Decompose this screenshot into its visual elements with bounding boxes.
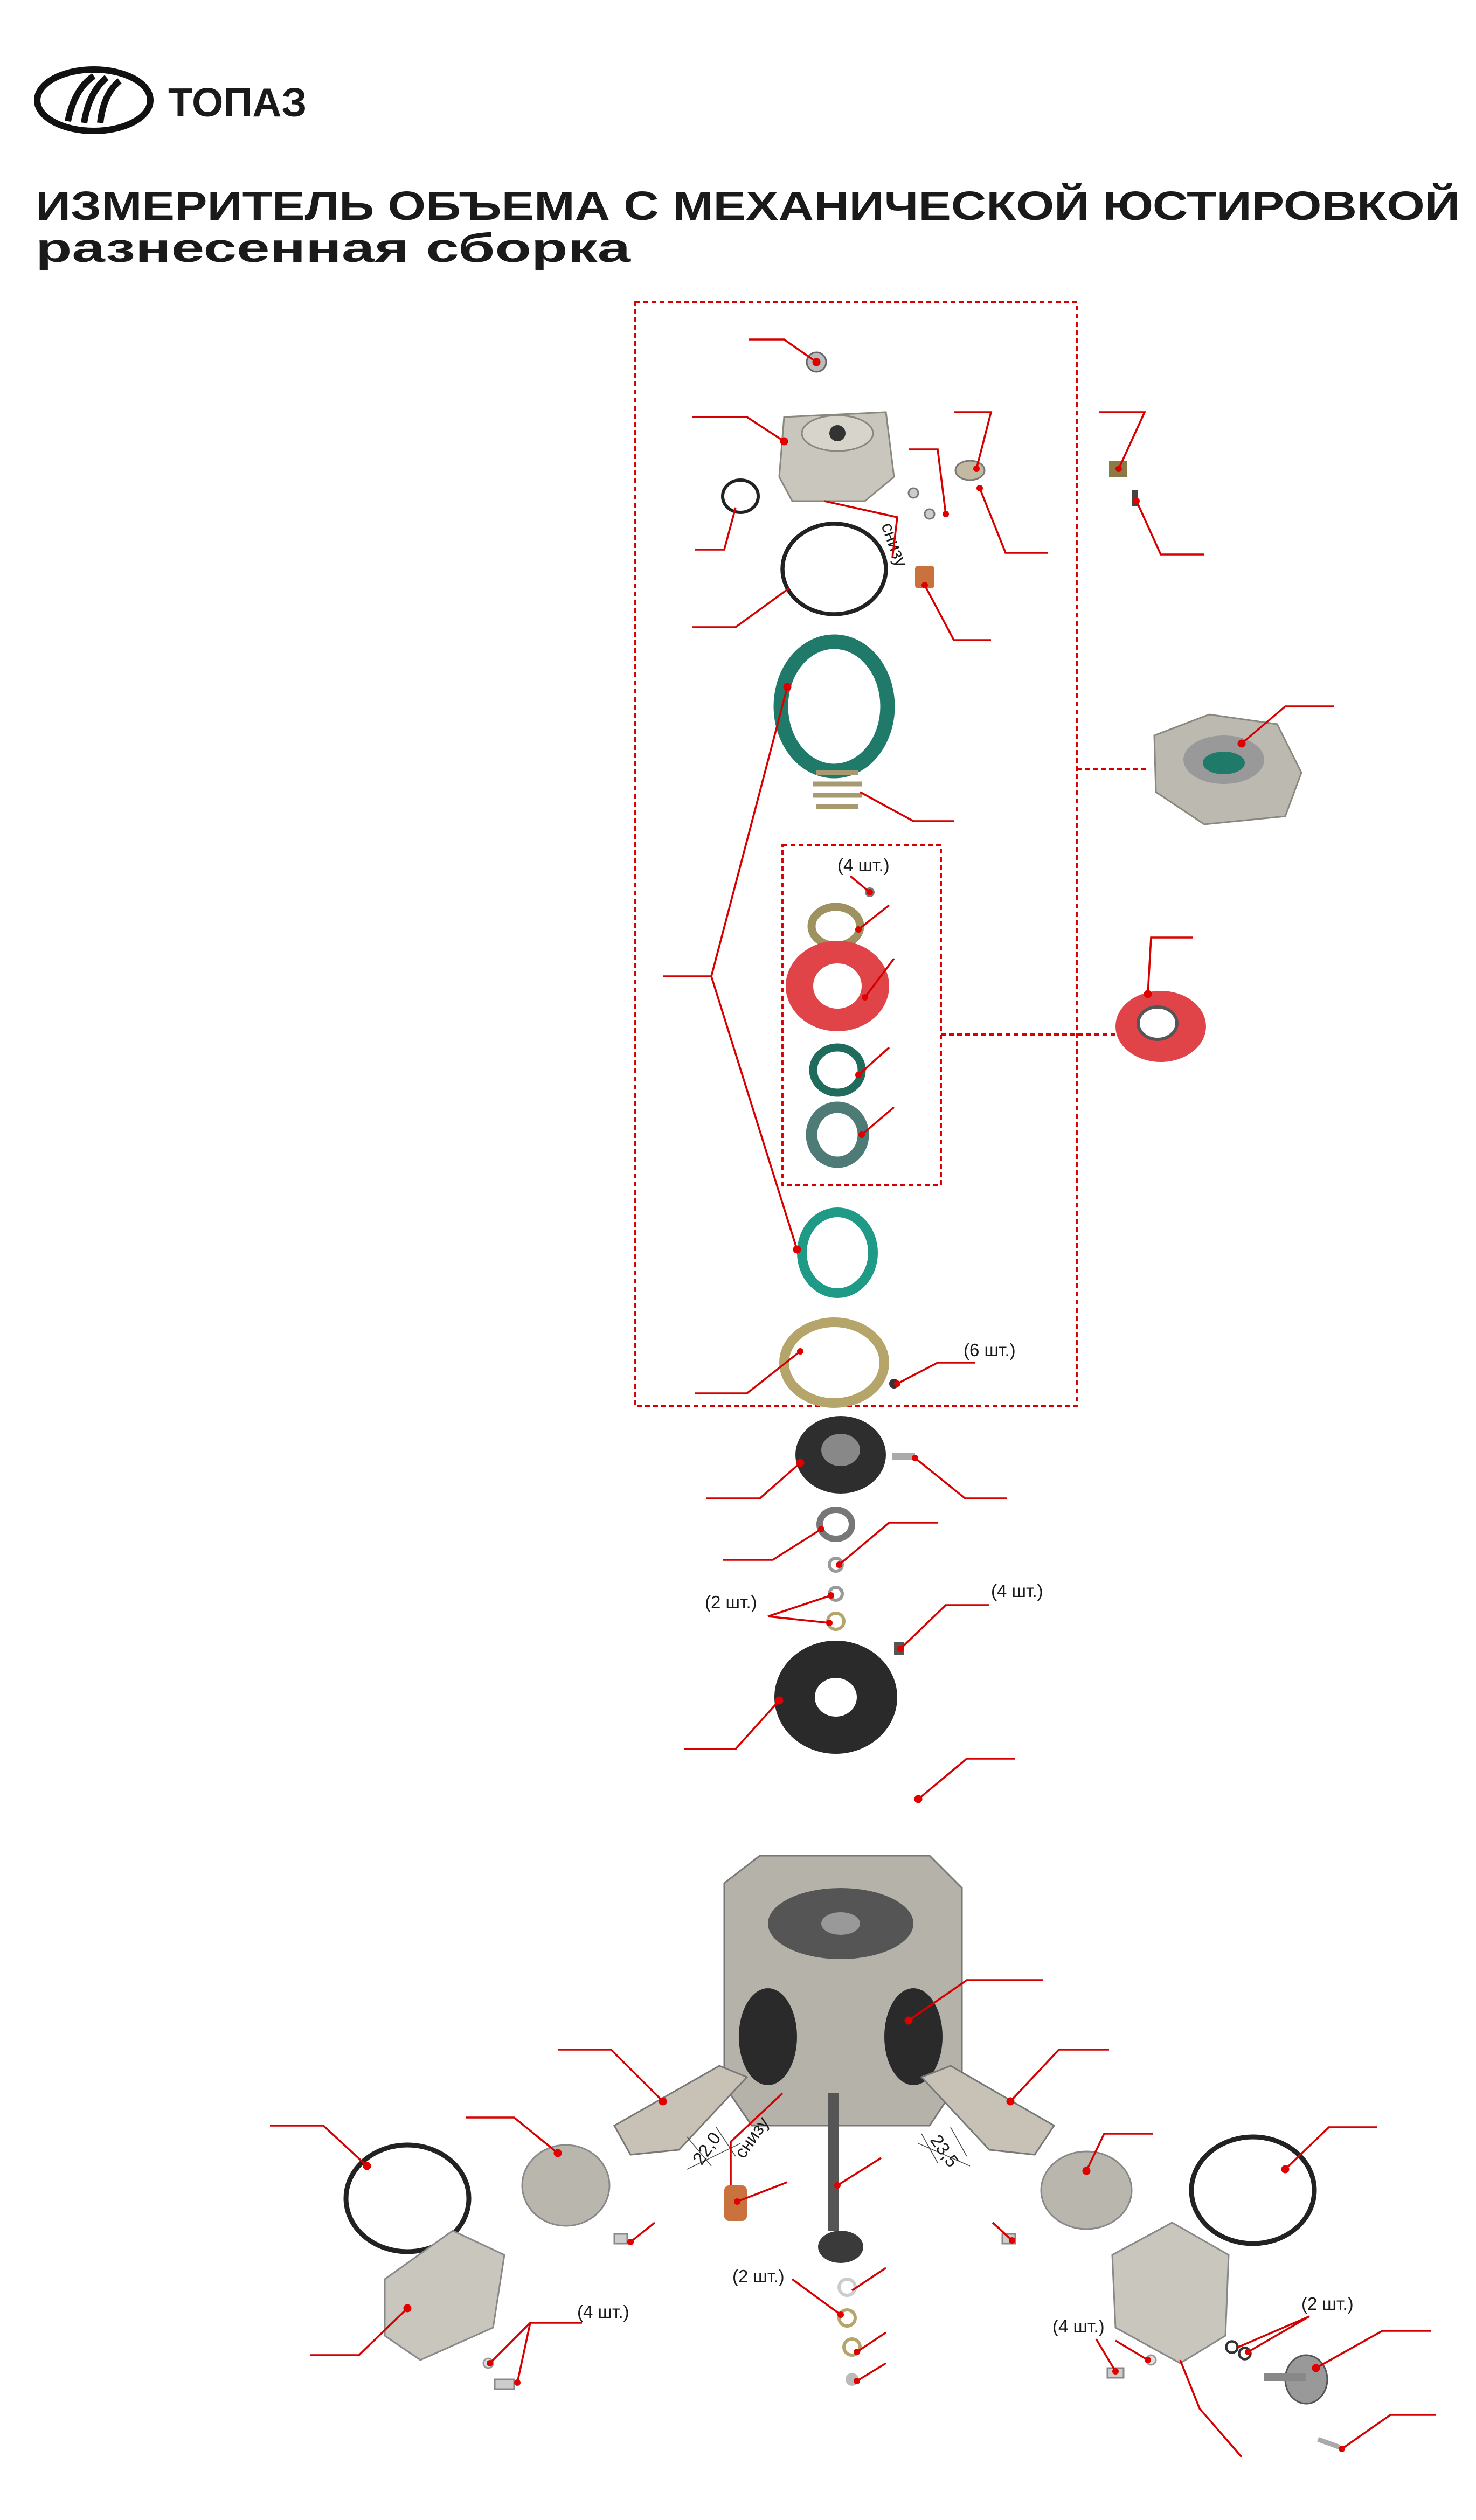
logo-text: ТОПАЗ: [168, 80, 307, 125]
black-cam-cap[interactable]: [706, 1416, 886, 1499]
right-cover-screws[interactable]: [1095, 2338, 1157, 2379]
small-o-ring[interactable]: [695, 478, 760, 551]
qty-label: (4 шт.): [837, 855, 890, 875]
right-link-dimension: 23,5: [918, 2127, 971, 2171]
top-cover[interactable]: [692, 411, 895, 502]
gear-washers[interactable]: [1225, 2315, 1310, 2361]
hidden-part-pointer[interactable]: [914, 1758, 1016, 1803]
qty-label: (4 шт.): [577, 2302, 629, 2322]
qty-label: (6 шт.): [964, 1340, 1016, 1360]
membrane-subassembly-box: [781, 844, 942, 1186]
bearing-ring[interactable]: [723, 1507, 855, 1561]
from-below-arrow-bottom: [730, 2092, 784, 2185]
svg-text:23,5: 23,5: [926, 2131, 962, 2171]
right-disc-screw[interactable]: [992, 2222, 1016, 2245]
left-disc[interactable]: [466, 2116, 611, 2227]
gear-pin[interactable]: [1317, 2414, 1436, 2452]
shaft-small-parts[interactable]: [842, 2331, 886, 2386]
upper-green-gasket[interactable]: [773, 634, 895, 779]
page-subtitle: разнесенная сборка: [36, 225, 632, 270]
guide-bushing[interactable]: [915, 566, 991, 641]
meter-body[interactable]: [723, 1855, 1043, 2127]
cap-nut[interactable]: [749, 338, 827, 373]
large-o-ring[interactable]: [692, 522, 888, 628]
diaphragm-housing[interactable]: [1153, 705, 1334, 825]
qty-label: (4 шт.): [1052, 2316, 1105, 2336]
crank-shaft[interactable]: [818, 2093, 882, 2263]
lock-nut-and-screw[interactable]: [1099, 411, 1204, 556]
seal-ring[interactable]: [806, 1101, 895, 1168]
right-crank-link[interactable]: [920, 2049, 1109, 2156]
washer[interactable]: [828, 1522, 938, 1573]
right-o-ring[interactable]: [1189, 2126, 1377, 2246]
left-o-ring[interactable]: [270, 2125, 472, 2254]
brass-clamp-ring[interactable]: [807, 903, 890, 950]
adjust-washer[interactable]: [954, 411, 1048, 554]
qty-label: (2 шт.): [732, 2266, 785, 2286]
lower-brass-ring[interactable]: [695, 1317, 889, 1408]
right-side-cover[interactable]: [1111, 2222, 1243, 2458]
black-support-plate[interactable]: [684, 1641, 897, 1754]
cover-screws[interactable]: [907, 448, 949, 520]
shaft-washers[interactable]: [791, 2267, 886, 2328]
left-disc-screw[interactable]: [613, 2222, 656, 2245]
logo-emblem-icon: [34, 66, 154, 134]
red-membrane[interactable]: [786, 941, 895, 1031]
pin[interactable]: [892, 1453, 1007, 1499]
plate-screws[interactable]: [894, 1604, 989, 1655]
gasket-bracket-leader: [663, 686, 798, 1250]
washer-pair[interactable]: [767, 1586, 846, 1631]
green-ring-gasket[interactable]: [809, 1043, 890, 1097]
spring[interactable]: [813, 770, 954, 822]
qty-label: (4 шт.): [991, 1581, 1043, 1601]
left-side-cover[interactable]: [310, 2230, 505, 2361]
membrane-subassembly[interactable]: [1115, 936, 1206, 1062]
qty-label: (2 шт.): [1301, 2294, 1354, 2314]
diaphragm-assembly-box: [634, 301, 1078, 1407]
group-connector: [941, 768, 1148, 1036]
qty-label: (2 шт.): [705, 1592, 757, 1612]
membrane-screws[interactable]: [849, 875, 875, 897]
left-crank-link[interactable]: [558, 2049, 749, 2156]
crank-bushing[interactable]: [724, 2181, 788, 2221]
page-title: ИЗМЕРИТЕЛЬ ОБЪЕМА С МЕХАНИЧЕСКОЙ ЮСТИРОВ…: [36, 183, 1460, 228]
right-disc[interactable]: [1040, 2133, 1153, 2230]
lower-green-gasket[interactable]: [793, 1207, 878, 1298]
ring-screws[interactable]: [889, 1362, 975, 1389]
from-below-arrow-top: [824, 500, 898, 558]
left-cover-screws[interactable]: [482, 2322, 582, 2390]
logo: ТОПАЗ: [34, 66, 307, 134]
output-gear-shaft[interactable]: [1264, 2330, 1431, 2405]
